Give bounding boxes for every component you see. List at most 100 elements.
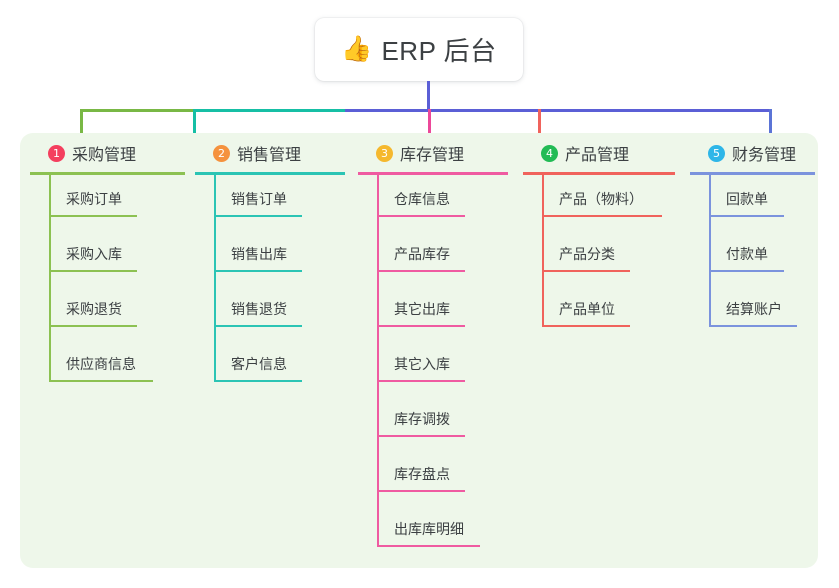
column-spine-line [377, 175, 379, 547]
column-number-badge: 5 [708, 144, 725, 162]
column-items: 回款单付款单结算账户 [690, 175, 815, 340]
menu-item-label: 采购入库 [66, 246, 122, 262]
menu-item-label: 库存盘点 [394, 466, 450, 482]
menu-item[interactable]: 库存盘点 [358, 450, 508, 505]
menu-item-label: 结算账户 [726, 301, 782, 317]
menu-item[interactable]: 销售出库 [195, 230, 345, 285]
drop-line-1 [193, 109, 196, 146]
column-header-product[interactable]: 4 产品管理 [523, 140, 675, 166]
drop-line-2 [428, 109, 431, 146]
column-title: 财务管理 [732, 147, 797, 164]
menu-item-label: 其它出库 [394, 301, 450, 317]
menu-item[interactable]: 采购入库 [30, 230, 185, 285]
menu-item-label: 采购退货 [66, 301, 122, 317]
column-underline [195, 172, 345, 175]
menu-item-underline [49, 270, 137, 272]
menu-item-underline [542, 325, 630, 327]
menu-item-underline [377, 545, 480, 547]
column-header-purchase[interactable]: 1 采购管理 [30, 140, 185, 166]
menu-item-underline [377, 325, 465, 327]
menu-item-label: 出库库明细 [394, 521, 464, 537]
column-items: 仓库信息产品库存其它出库其它入库库存调拨库存盘点出库库明细 [358, 175, 508, 560]
diagram-panel [20, 133, 818, 568]
column-spine-line [214, 175, 216, 382]
column-title: 产品管理 [565, 147, 630, 164]
menu-item-underline [709, 325, 797, 327]
column-title: 库存管理 [400, 147, 465, 164]
column-number-badge: 4 [541, 144, 558, 162]
menu-item-underline [214, 325, 302, 327]
menu-item-label: 回款单 [726, 191, 768, 207]
menu-item[interactable]: 结算账户 [690, 285, 815, 340]
column-header-sales[interactable]: 2 销售管理 [195, 140, 345, 166]
menu-item-label: 销售订单 [231, 191, 287, 207]
menu-item-underline [49, 325, 137, 327]
column-header-finance[interactable]: 5 财务管理 [690, 140, 815, 166]
thumbs-up-icon: 👍 [341, 35, 373, 63]
menu-item-underline [377, 490, 465, 492]
root-node[interactable]: 👍 ERP 后台 [315, 18, 523, 81]
menu-item[interactable]: 其它入库 [358, 340, 508, 395]
menu-item[interactable]: 仓库信息 [358, 175, 508, 230]
bus-segment-2 [345, 109, 770, 112]
menu-item[interactable]: 销售退货 [195, 285, 345, 340]
menu-item[interactable]: 供应商信息 [30, 340, 185, 395]
menu-item[interactable]: 采购订单 [30, 175, 185, 230]
menu-item[interactable]: 库存调拨 [358, 395, 508, 450]
menu-item[interactable]: 其它出库 [358, 285, 508, 340]
menu-item[interactable]: 客户信息 [195, 340, 345, 395]
column-items: 采购订单采购入库采购退货供应商信息 [30, 175, 185, 395]
menu-item-underline [709, 215, 784, 217]
column-spine-line [709, 175, 711, 327]
column-inventory: 3 库存管理仓库信息产品库存其它出库其它入库库存调拨库存盘点出库库明细 [358, 140, 508, 560]
column-title: 采购管理 [72, 147, 137, 164]
menu-item[interactable]: 回款单 [690, 175, 815, 230]
column-number-badge: 1 [48, 144, 65, 162]
column-underline [358, 172, 508, 175]
menu-item[interactable]: 销售订单 [195, 175, 345, 230]
bus-segment-1 [193, 109, 345, 112]
column-header-inventory[interactable]: 3 库存管理 [358, 140, 508, 166]
column-underline [523, 172, 675, 175]
column-purchase: 1 采购管理采购订单采购入库采购退货供应商信息 [30, 140, 185, 395]
column-number-badge: 3 [376, 144, 393, 162]
menu-item-label: 客户信息 [231, 356, 287, 372]
menu-item-label: 仓库信息 [394, 191, 450, 207]
menu-item-label: 付款单 [726, 246, 768, 262]
menu-item-label: 产品（物料） [559, 191, 643, 207]
menu-item-label: 产品单位 [559, 301, 615, 317]
drop-line-0 [80, 109, 83, 146]
menu-item[interactable]: 出库库明细 [358, 505, 508, 560]
menu-item-underline [214, 380, 302, 382]
column-title: 销售管理 [237, 147, 302, 164]
root-title: ERP 后台 [381, 36, 497, 66]
menu-item-underline [377, 215, 465, 217]
menu-item-underline [377, 270, 465, 272]
menu-item-underline [377, 435, 465, 437]
column-number-badge: 2 [213, 144, 230, 162]
column-sales: 2 销售管理销售订单销售出库销售退货客户信息 [195, 140, 345, 395]
menu-item-label: 供应商信息 [66, 356, 136, 372]
menu-item[interactable]: 采购退货 [30, 285, 185, 340]
menu-item-label: 产品库存 [394, 246, 450, 262]
menu-item-underline [214, 215, 302, 217]
column-product: 4 产品管理产品（物料） 产品分类产品单位 [523, 140, 675, 340]
column-items: 产品（物料） 产品分类产品单位 [523, 175, 675, 340]
drop-line-3 [538, 109, 541, 146]
menu-item-underline [49, 380, 153, 382]
menu-item[interactable]: 产品单位 [523, 285, 675, 340]
menu-item-label: 销售出库 [231, 246, 287, 262]
column-underline [30, 172, 185, 175]
column-items: 销售订单销售出库销售退货客户信息 [195, 175, 345, 395]
menu-item-underline [377, 380, 465, 382]
menu-item-underline [49, 215, 137, 217]
menu-item-underline [542, 215, 662, 217]
menu-item-label: 库存调拨 [394, 411, 450, 427]
menu-item-label: 产品分类 [559, 246, 615, 262]
menu-item-label: 其它入库 [394, 356, 450, 372]
menu-item[interactable]: 产品库存 [358, 230, 508, 285]
menu-item[interactable]: 产品分类 [523, 230, 675, 285]
menu-item-label: 销售退货 [231, 301, 287, 317]
menu-item[interactable]: 产品（物料） [523, 175, 675, 230]
menu-item[interactable]: 付款单 [690, 230, 815, 285]
